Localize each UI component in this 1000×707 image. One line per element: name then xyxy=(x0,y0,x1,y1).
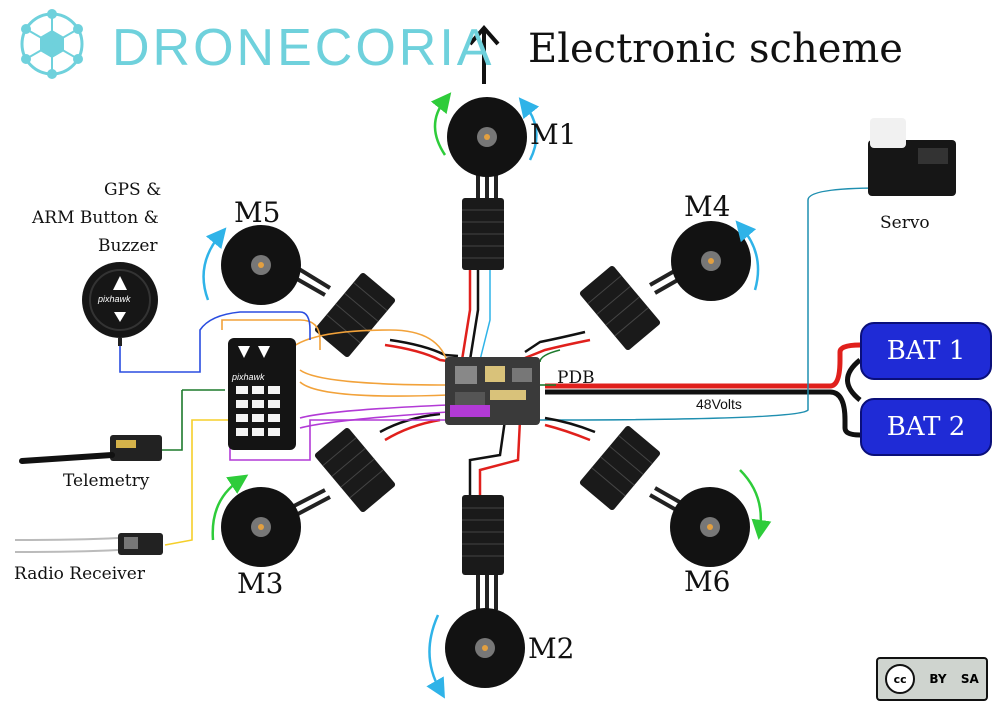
brand-name: DRONECORIA xyxy=(112,19,495,77)
battery-1: BAT 1 xyxy=(860,322,992,380)
servo-label: Servo xyxy=(880,213,930,233)
gps-module xyxy=(82,262,158,346)
page-title: Electronic scheme xyxy=(528,26,903,72)
radio-receiver-module xyxy=(14,533,163,555)
flight-controller-brand: pixhawk xyxy=(232,372,265,382)
rotation-arrows xyxy=(202,92,772,699)
motor-label-m1: M1 xyxy=(530,118,577,151)
license-by: BY xyxy=(929,672,947,686)
motor-m1-icon xyxy=(447,97,527,177)
dronecoria-logo-icon xyxy=(20,9,84,79)
servo-module xyxy=(868,118,956,196)
motor-m3-icon xyxy=(221,487,301,567)
pdb-board xyxy=(445,357,540,425)
pdb-label: PDB xyxy=(557,368,595,388)
motor-m4-icon xyxy=(671,221,751,301)
motor-label-m3: M3 xyxy=(237,567,284,600)
forward-arrow-icon xyxy=(468,24,500,84)
battery-2: BAT 2 xyxy=(860,398,992,456)
motor-m6-icon xyxy=(670,487,750,567)
motor-label-m5: M5 xyxy=(234,196,281,229)
power-wires xyxy=(545,342,862,438)
voltage-label: 48Volts xyxy=(696,396,742,412)
gps-brand: pixhawk xyxy=(98,294,131,304)
telemetry-module xyxy=(19,435,162,464)
gps-label-line1: GPS & xyxy=(104,180,162,200)
motor-m2-icon xyxy=(445,608,525,688)
radio-receiver-label: Radio Receiver xyxy=(14,564,145,584)
gps-label-line2: ARM Button & xyxy=(32,208,159,228)
telemetry-label: Telemetry xyxy=(63,471,150,491)
signal-wires xyxy=(119,311,556,546)
flight-controller xyxy=(228,338,296,450)
motor-label-m6: M6 xyxy=(684,565,731,598)
gps-label-line3: Buzzer xyxy=(98,236,158,256)
cc-icon: cc xyxy=(885,664,916,694)
motor-label-m4: M4 xyxy=(684,190,731,223)
motor-label-m2: M2 xyxy=(528,632,575,665)
motor-m5-icon xyxy=(221,225,301,305)
license-sa: SA xyxy=(960,672,979,686)
creative-commons-badge: cc BY SA xyxy=(876,657,988,701)
servo-wire xyxy=(539,187,881,421)
